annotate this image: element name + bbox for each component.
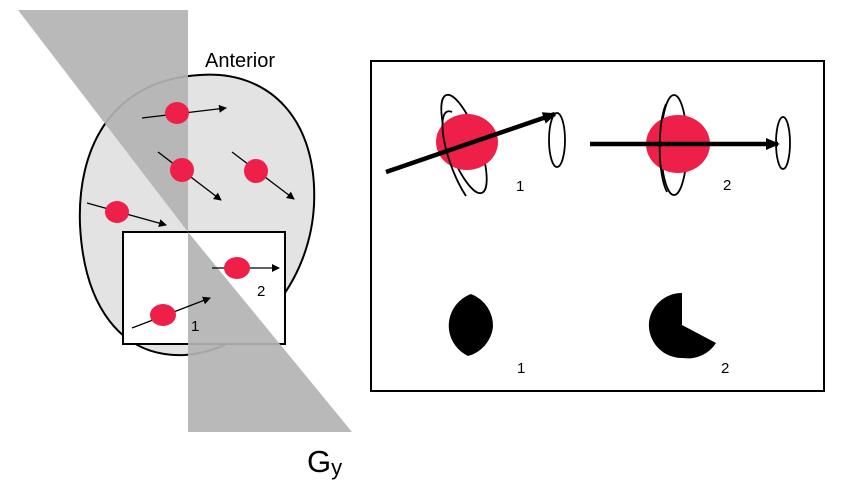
proton (86, 201, 167, 227)
detail-panel (370, 60, 825, 392)
phase-pie-2 (648, 292, 716, 359)
proton-voxel-2 (212, 257, 280, 279)
voxel-2-label: 2 (257, 283, 265, 300)
proton (141, 102, 227, 124)
gradient-wedge (18, 10, 352, 432)
gradient-subscript: y (331, 455, 342, 480)
phase-pie-1 (448, 294, 494, 356)
spin-1-label: 1 (516, 178, 524, 195)
voxel-1-label: 1 (191, 318, 199, 335)
proton-voxel-1 (131, 296, 211, 329)
phase-1-label: 1 (517, 360, 525, 377)
spin-1-precession (385, 93, 566, 197)
anterior-label: Anterior (205, 50, 275, 72)
gradient-label: Gy (307, 444, 342, 480)
proton (157, 151, 222, 201)
proton (231, 151, 295, 200)
spin-2-label: 2 (723, 177, 731, 194)
proton-group-head (86, 102, 295, 329)
spin-2-precession (590, 94, 791, 196)
phase-2-label: 2 (721, 360, 729, 377)
gradient-letter: G (307, 444, 331, 479)
